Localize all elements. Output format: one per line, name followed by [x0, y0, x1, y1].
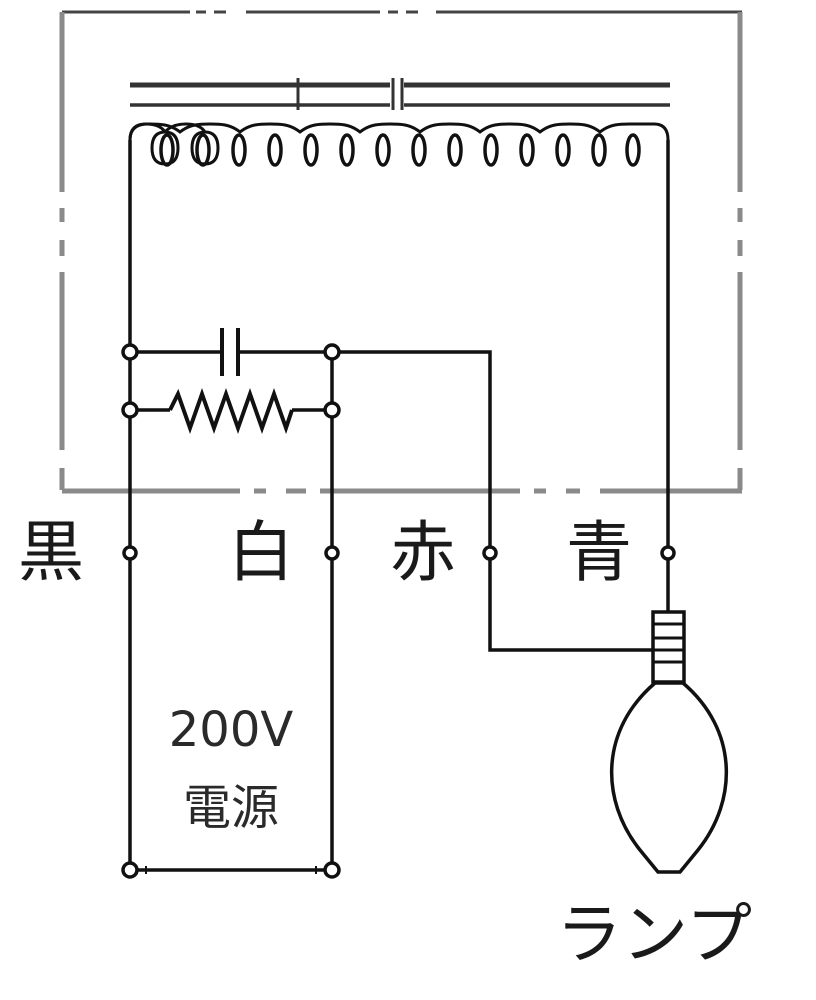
power-source-label: 電源 [182, 780, 279, 836]
coil-loops [128, 122, 670, 141]
power-voltage-label: 200V [168, 702, 294, 758]
resistor-symbol [168, 387, 294, 435]
terminal-label-white: 白 [228, 514, 294, 591]
terminal-label-red: 赤 [390, 514, 456, 591]
terminal-nodes [121, 343, 676, 879]
ballast-coil [128, 122, 220, 350]
ballast-enclosure [59, 10, 743, 494]
wiring [128, 140, 670, 872]
transformer-core [130, 78, 670, 110]
lamp-label: ランプ [556, 896, 753, 973]
terminal-label-black: 黒 [18, 514, 84, 591]
capacitor-symbol [220, 328, 240, 376]
coil-ovals [159, 133, 641, 167]
terminal-label-blue: 青 [566, 514, 632, 591]
power-line-arrows [145, 866, 317, 874]
core-gap-symbol [391, 78, 404, 110]
lamp-symbol [609, 610, 729, 874]
